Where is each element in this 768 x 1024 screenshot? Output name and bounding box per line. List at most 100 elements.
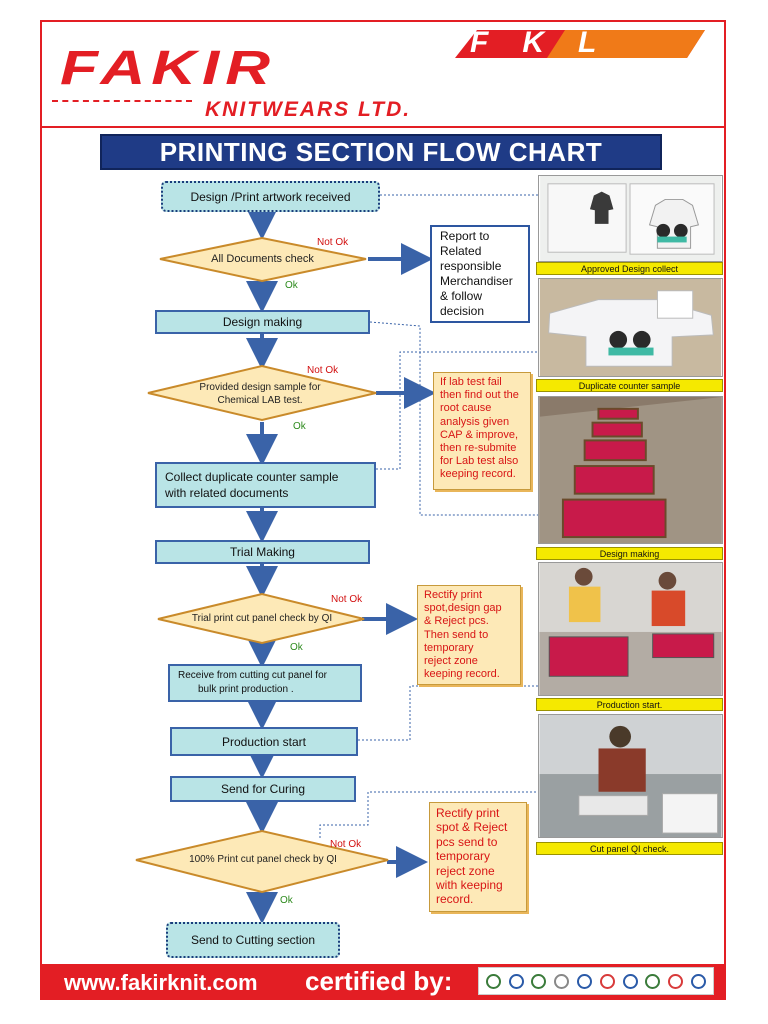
note-line: analysis given: [440, 415, 510, 428]
note-line: keeping record.: [424, 668, 500, 681]
diamond-trial-check: [157, 592, 365, 645]
link-photo-3: [369, 321, 538, 516]
step-design-making-label: Design making: [222, 315, 303, 329]
report-line: responsible: [440, 259, 502, 273]
link-photo-5: [319, 791, 538, 838]
note-line: If lab test fail: [440, 376, 502, 388]
caption-cut-panel-check: Cut panel QI check.: [536, 842, 723, 855]
note-trial-reject: Rectify print spot,design gap & Reject p…: [417, 585, 521, 685]
note-line: spot,design gap: [424, 602, 502, 615]
diamond-lab-test-line1: Provided design sample for: [199, 382, 321, 393]
cert-logo-icon: [668, 973, 684, 989]
step-receive-cut-panel: Receive from cutting cut panel for bulk …: [168, 664, 362, 702]
step-production-start: Production start: [170, 727, 358, 756]
not-ok-label-4: Not Ok: [330, 839, 362, 850]
diamond-documents-check-label: All Documents check: [211, 253, 314, 265]
ok-label-2: Ok: [293, 421, 306, 432]
note-line: Rectify print: [436, 806, 500, 820]
note-line: pcs send to: [436, 834, 498, 849]
step-send-curing-label: Send for Curing: [220, 782, 306, 796]
note-line: Then send to: [424, 628, 489, 641]
header-divider: [42, 126, 724, 128]
note-line: root cause: [440, 402, 492, 415]
footer-certified-label: certified by:: [305, 966, 453, 996]
note-final-reject: Rectify print spot & Reject pcs send to …: [429, 802, 527, 912]
link-photo-2: [376, 351, 538, 470]
caption-approved-design: Approved Design collect: [536, 262, 723, 275]
step-design-received: Design /Print artwork received: [161, 181, 380, 212]
step-trial-making: Trial Making: [155, 540, 370, 564]
report-line: Report to: [440, 229, 490, 243]
photo-approved-design: [538, 175, 723, 262]
step-collect-sample-line2: with related documents: [165, 486, 289, 500]
footer-website-link[interactable]: www.fakirknit.com: [64, 970, 258, 995]
note-line: keeping record.: [440, 468, 516, 481]
diamond-full-check: [135, 829, 389, 894]
cert-logo-icon: [577, 973, 593, 989]
step-collect-sample: Collect duplicate counter sample with re…: [155, 462, 376, 508]
note-line: Rectify print: [424, 589, 483, 601]
step-collect-sample-line1: Collect duplicate counter sample: [165, 469, 339, 484]
step-design-making: Design making: [155, 310, 370, 334]
note-line: then find out the: [440, 389, 519, 402]
report-line: Merchandiser: [440, 274, 513, 288]
diamond-lab-test: [147, 364, 377, 422]
note-line: then re-submite: [440, 441, 517, 454]
cert-logo-icon: [645, 973, 661, 989]
company-logo-subtitle: KNITWEARS LTD.: [205, 98, 412, 121]
report-merchandiser-box: Report to Related responsible Merchandis…: [430, 225, 530, 323]
diamond-lab-test-line2: Chemical LAB test.: [217, 394, 303, 406]
note-line: temporary: [424, 641, 474, 654]
cert-logo-icon: [485, 973, 501, 989]
note-line: reject zone: [424, 654, 478, 667]
diamond-trial-check-label: Trial print cut panel check by QI: [191, 613, 333, 624]
report-line: decision: [440, 304, 485, 318]
caption-design-making: Design making: [536, 547, 723, 560]
note-line: reject zone: [436, 863, 495, 878]
certification-logos: [478, 967, 714, 995]
step-receive-cut-panel-line2: bulk print production .: [198, 684, 294, 695]
logo-dash-line: [52, 100, 192, 102]
cert-logo-icon: [599, 973, 615, 989]
cert-logo-icon: [508, 973, 524, 989]
cert-logo-icon: [622, 973, 638, 989]
photo-design-making: [538, 396, 723, 544]
fkl-badge-text: FKL: [470, 26, 631, 59]
link-photo-4: [358, 685, 538, 741]
not-ok-label-3: Not Ok: [331, 594, 363, 605]
step-production-start-label: Production start: [221, 734, 307, 749]
not-ok-label-1: Not Ok: [317, 237, 349, 248]
note-lab-test-fail: If lab test fail then find out the root …: [433, 372, 531, 490]
page-title: PRINTING SECTION FLOW CHART: [100, 134, 662, 170]
note-line: with keeping: [436, 877, 503, 892]
step-send-curing: Send for Curing: [170, 776, 356, 802]
diamond-lab-test-label: Provided design sample for Chemical LAB …: [180, 382, 340, 407]
cert-logo-icon: [531, 973, 547, 989]
step-send-cutting-label: Send to Cutting section: [190, 933, 316, 947]
report-line: Related: [440, 244, 482, 258]
photo-cut-panel-check: [538, 714, 723, 838]
diamond-full-check-label: 100% Print cut panel check by QI: [189, 854, 337, 865]
photo-production-start: [538, 562, 723, 696]
note-line: spot & Reject: [436, 820, 508, 835]
photo-duplicate-sample: [538, 278, 723, 377]
note-line: record.: [436, 892, 474, 907]
page-frame: [40, 20, 726, 1000]
step-send-cutting: Send to Cutting section: [166, 922, 340, 958]
note-line: & Reject pcs.: [424, 615, 489, 628]
ok-label-1: Ok: [285, 280, 298, 291]
company-logo-name: FAKIR: [60, 40, 276, 95]
caption-duplicate-sample: Duplicate counter sample: [536, 379, 723, 392]
cert-logo-icon: [691, 973, 707, 989]
ok-label-4: Ok: [280, 895, 293, 906]
cert-logo-icon: [554, 973, 570, 989]
diamond-documents-check: [159, 236, 367, 283]
note-line: for Lab test also: [440, 455, 519, 468]
step-design-received-label: Design /Print artwork received: [190, 189, 351, 204]
ok-label-3: Ok: [290, 642, 303, 653]
not-ok-label-2: Not Ok: [307, 365, 339, 376]
step-trial-making-label: Trial Making: [230, 545, 295, 559]
step-receive-cut-panel-line1: Receive from cutting cut panel for: [178, 669, 327, 681]
caption-production-start: Production start.: [536, 698, 723, 711]
